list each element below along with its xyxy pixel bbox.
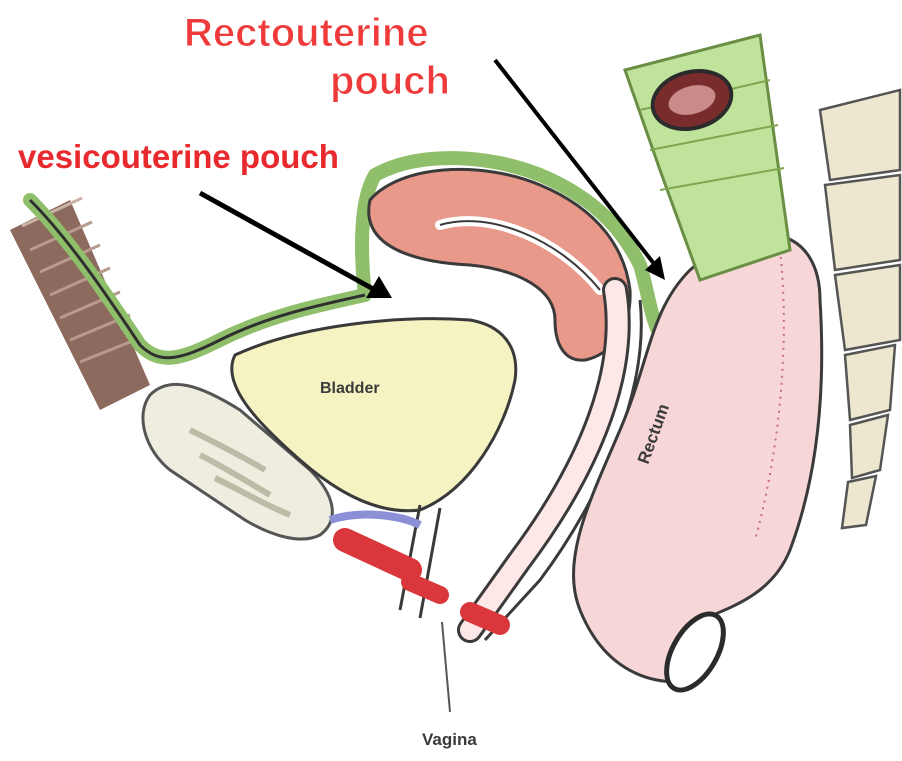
vagina-leader <box>442 622 450 712</box>
bladder-label: Bladder <box>320 380 380 397</box>
vesicouterine-arrow <box>200 193 375 290</box>
sigmoid-colon <box>625 35 790 280</box>
sacrum <box>820 90 900 528</box>
vesicouterine-label: vesicouterine pouch <box>18 138 339 175</box>
rectouterine-label-line1: Rectouterine <box>184 11 429 55</box>
rectouterine-label-line2: pouch <box>330 59 450 103</box>
vagina-label: Vagina <box>422 730 477 749</box>
abdominal-wall <box>10 198 150 410</box>
